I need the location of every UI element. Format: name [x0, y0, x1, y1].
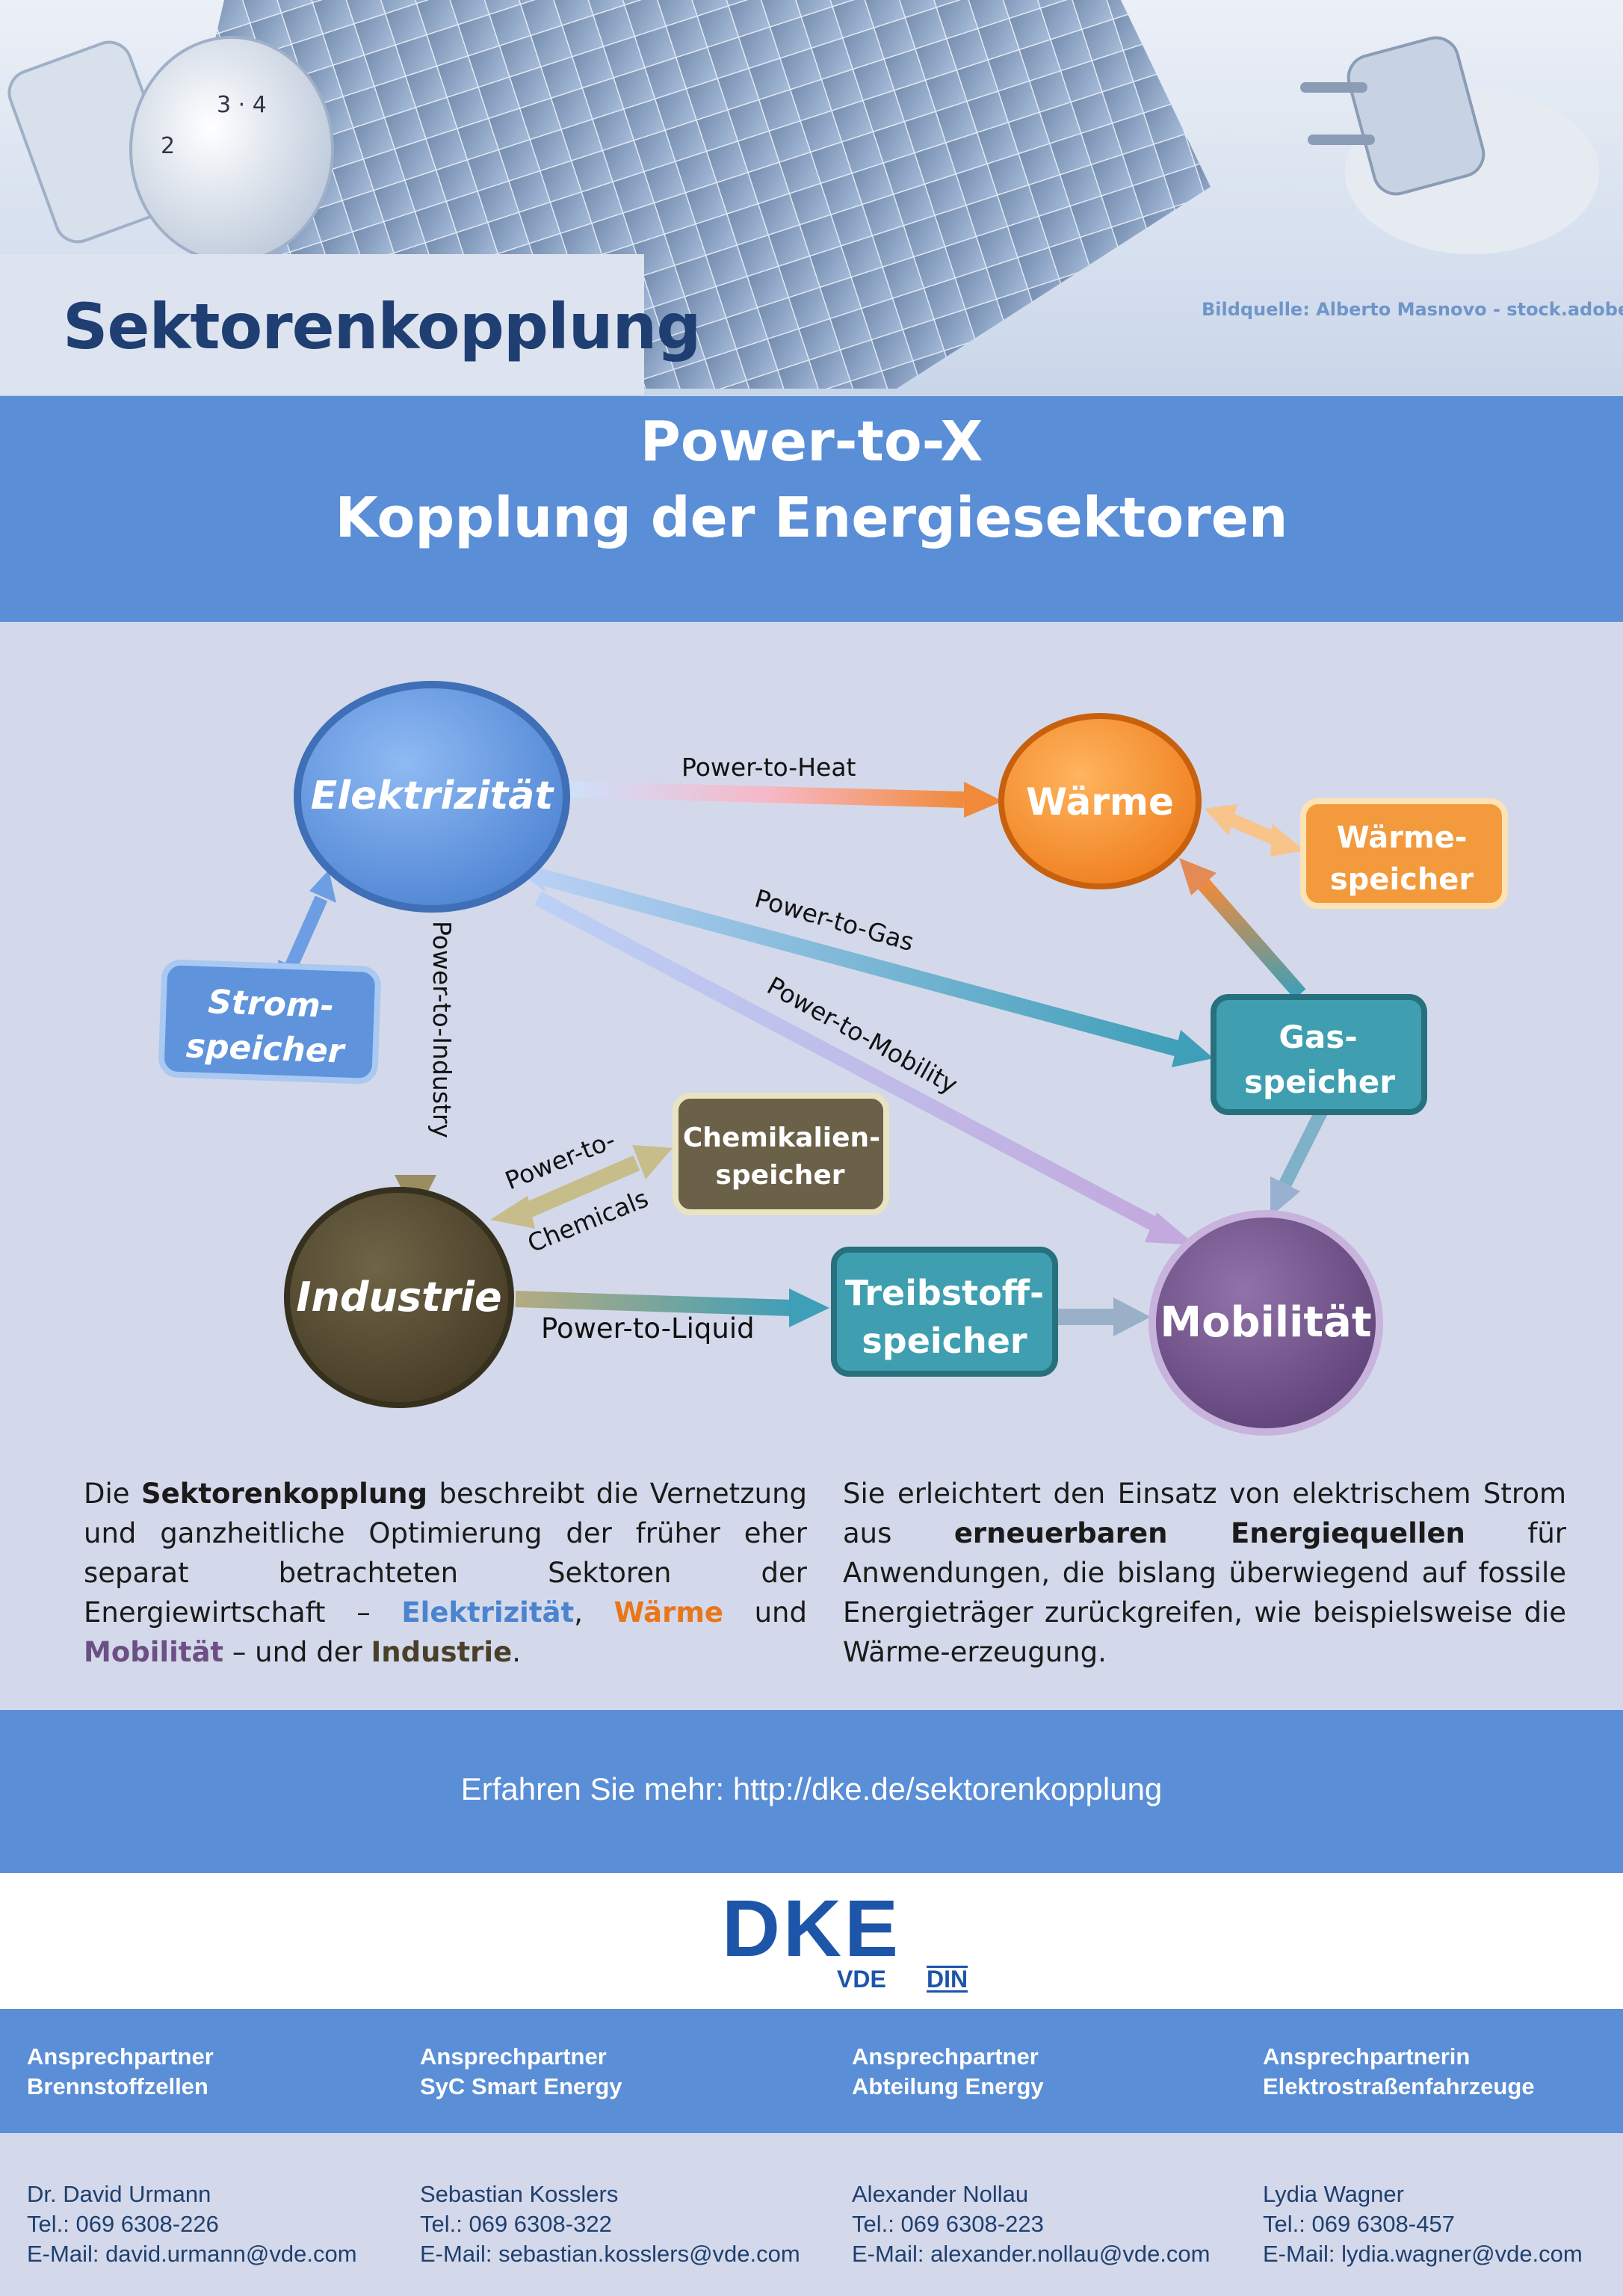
logo-area: DKE VDE DIN	[0, 1873, 1623, 2009]
contact-card-3: Alexander Nollau Tel.: 069 6308-223 E-Ma…	[852, 2179, 1211, 2269]
label-power-to-liquid: Power-to-Liquid	[541, 1312, 755, 1345]
text-left-part: ,	[574, 1596, 614, 1629]
node-label-treibstoffspeicher-2: speicher	[862, 1321, 1027, 1361]
contact-email[interactable]: E-Mail: david.urmann@vde.com	[27, 2241, 357, 2267]
contact-role-line: Abteilung Energy	[852, 2073, 1044, 2099]
section-title-box: Sektorenkopplung	[0, 254, 701, 395]
contact-role-line: Elektrostraßenfahrzeuge	[1263, 2073, 1535, 2099]
label-power-to-heat: Power-to-Heat	[681, 753, 856, 782]
node-industrie: Industrie	[284, 1187, 514, 1408]
text-left-bold: Sektorenkopplung	[141, 1478, 428, 1510]
arrow-power-to-liquid	[515, 1289, 829, 1327]
node-label-stromspeicher-1: Strom-	[207, 983, 334, 1025]
contact-details-band: Dr. David Urmann Tel.: 069 6308-226 E-Ma…	[0, 2133, 1623, 2296]
text-left-part: Die	[84, 1478, 142, 1510]
node-label-waermespeicher-2: speicher	[1330, 862, 1474, 897]
arrow-gas-mobilitaet	[1270, 1108, 1328, 1217]
text-right-bold: erneuerbaren Energiequellen	[953, 1517, 1465, 1549]
text-left-part: beschreibt die Vernetzung und ganzheitli…	[84, 1478, 807, 1629]
contact-role-line: Ansprechpartner	[852, 2043, 1039, 2070]
node-label-chemikalienspeicher-2: speicher	[715, 1160, 844, 1191]
more-info-band: Erfahren Sie mehr: http://dke.de/sektore…	[0, 1710, 1623, 1873]
description-right: Sie erleichtert den Einsatz von elektris…	[843, 1474, 1566, 1672]
contact-role-2: Ansprechpartner SyC Smart Energy	[420, 2042, 622, 2102]
contact-card-4: Lydia Wagner Tel.: 069 6308-457 E-Mail: …	[1263, 2179, 1583, 2269]
node-label-chemikalienspeicher-1: Chemikalien-	[683, 1123, 880, 1153]
contact-role-line: Brennstoffzellen	[27, 2073, 208, 2099]
node-treibstoffspeicher: Treibstoff- speicher	[831, 1247, 1058, 1377]
contact-phone[interactable]: Tel.: 069 6308-223	[852, 2211, 1044, 2237]
contact-name: Alexander Nollau	[852, 2181, 1029, 2207]
contact-role-line: Ansprechpartner	[420, 2043, 607, 2070]
power-plug-icon	[1300, 36, 1599, 254]
dke-logo: DKE	[722, 1883, 902, 1973]
node-stromspeicher: Strom- speicher	[158, 959, 381, 1084]
node-label-mobilitaet: Mobilität	[1160, 1298, 1371, 1347]
contact-name: Lydia Wagner	[1263, 2181, 1404, 2207]
text-left-part: .	[512, 1636, 521, 1668]
node-label-industrie: Industrie	[296, 1274, 501, 1321]
contact-card-1: Dr. David Urmann Tel.: 069 6308-226 E-Ma…	[27, 2179, 357, 2269]
din-logo-text: DIN	[927, 1966, 968, 1993]
svg-text:2: 2	[161, 133, 175, 159]
node-mobilitaet: Mobilität	[1149, 1210, 1383, 1436]
contact-email[interactable]: E-Mail: sebastian.kosslers@vde.com	[420, 2241, 800, 2267]
more-info-link[interactable]: Erfahren Sie mehr: http://dke.de/sektore…	[460, 1771, 1163, 1806]
arrow-power-to-chemicals	[490, 1145, 673, 1229]
arrow-gas-waerme	[1179, 858, 1306, 999]
node-label-waermespeicher-1: Wärme-	[1337, 821, 1468, 855]
contact-role-line: SyC Smart Energy	[420, 2073, 622, 2099]
description-left: Die Sektorenkopplung beschreibt die Vern…	[84, 1474, 807, 1672]
contact-name: Sebastian Kosslers	[420, 2181, 619, 2207]
text-left-part: und	[723, 1596, 807, 1629]
label-power-to-industry: Power-to-Industry	[427, 921, 457, 1138]
contact-email[interactable]: E-Mail: alexander.nollau@vde.com	[852, 2241, 1211, 2267]
contact-phone[interactable]: Tel.: 069 6308-457	[1263, 2211, 1455, 2237]
node-label-treibstoffspeicher-1: Treibstoff-	[845, 1273, 1044, 1313]
text-elektrizitaet: Elektrizität	[401, 1596, 575, 1629]
label-power-to-chemicals-2: Chemicals	[523, 1183, 652, 1258]
node-label-stromspeicher-2: speicher	[185, 1027, 347, 1070]
title-band: Power-to-X Kopplung der Energiesektoren	[0, 396, 1623, 622]
text-industrie: Industrie	[371, 1636, 513, 1668]
section-title: Sektorenkopplung	[63, 290, 701, 363]
node-label-elektrizitaet: Elektrizität	[311, 774, 555, 818]
text-waerme: Wärme	[613, 1596, 723, 1629]
node-label-gasspeicher-2: speicher	[1244, 1064, 1395, 1100]
node-gasspeicher: Gas- speicher	[1211, 994, 1427, 1115]
sector-coupling-diagram: Power-to-Heat Power-to-Gas Power-to-Mobi…	[0, 622, 1623, 1459]
text-right-part: für Anwendungen, die bislang überwiegend…	[843, 1517, 1567, 1668]
arrow-waerme-speicher	[1205, 804, 1305, 857]
arrow-power-to-mobility	[534, 892, 1196, 1245]
node-chemikalienspeicher: Chemikalien- speicher	[673, 1093, 889, 1215]
node-waerme: Wärme	[998, 713, 1202, 889]
contact-phone[interactable]: Tel.: 069 6308-226	[27, 2211, 219, 2237]
main-title: Power-to-X	[640, 410, 983, 474]
text-left-part: – und der	[223, 1636, 371, 1668]
contact-role-4: Ansprechpartnerin Elektrostraßenfahrzeug…	[1263, 2042, 1535, 2102]
node-label-gasspeicher-1: Gas-	[1279, 1019, 1357, 1055]
contact-email[interactable]: E-Mail: lydia.wagner@vde.com	[1263, 2241, 1583, 2267]
contact-role-1: Ansprechpartner Brennstoffzellen	[27, 2042, 214, 2102]
contact-header-band: Ansprechpartner Brennstoffzellen Ansprec…	[0, 2009, 1623, 2133]
image-credit: Bildquelle: Alberto Masnovo - stock.adob…	[1202, 299, 1623, 320]
node-waermespeicher: Wärme- speicher	[1300, 798, 1508, 909]
node-elektrizitaet: Elektrizität	[294, 681, 570, 913]
contact-name: Dr. David Urmann	[27, 2181, 211, 2207]
contact-role-line: Ansprechpartner	[27, 2043, 214, 2070]
contact-role-3: Ansprechpartner Abteilung Energy	[852, 2042, 1044, 2102]
main-subtitle: Kopplung der Energiesektoren	[335, 486, 1288, 550]
arrow-power-to-heat	[567, 781, 1003, 818]
arrow-treibstoff-mobilitaet	[1058, 1297, 1151, 1336]
contact-role-line: Ansprechpartnerin	[1263, 2043, 1471, 2070]
svg-text:3 · 4: 3 · 4	[217, 92, 267, 118]
vde-logo-text: VDE	[837, 1966, 886, 1993]
contact-phone[interactable]: Tel.: 069 6308-322	[420, 2211, 612, 2237]
text-right-part: Sie erleichtert den Einsatz von elektris…	[843, 1478, 1566, 1549]
node-label-waerme: Wärme	[1026, 780, 1174, 824]
contact-card-2: Sebastian Kosslers Tel.: 069 6308-322 E-…	[420, 2179, 800, 2269]
text-mobilitaet: Mobilität	[84, 1636, 224, 1668]
